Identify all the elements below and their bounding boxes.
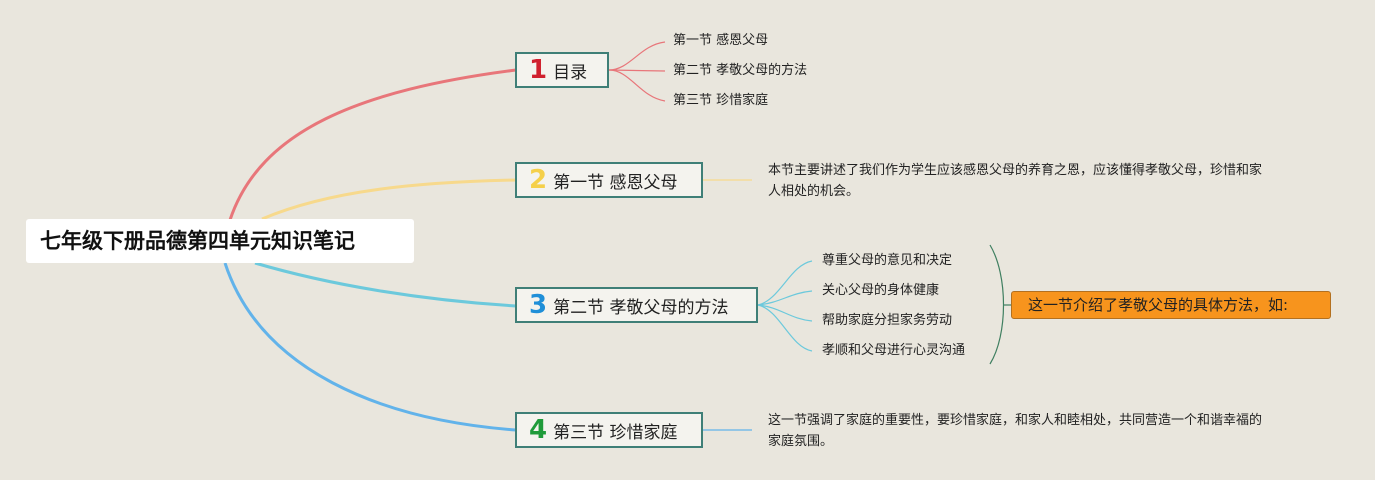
summary-bracket (989, 244, 1005, 365)
branch-topic-gratitude[interactable]: 2 第一节 感恩父母 (515, 162, 703, 198)
connector-leaf (757, 260, 813, 306)
leaf-topic[interactable]: 尊重父母的意见和决定 (822, 253, 953, 268)
branch-label: 第三节 珍惜家庭 (553, 422, 678, 443)
branch-note: 这一节强调了家庭的重要性，要珍惜家庭，和家人和睦相处，共同营造一个和谐幸福的家庭… (768, 413, 1263, 449)
connector-leaf (608, 41, 666, 71)
branch-topic-family[interactable]: 4 第三节 珍惜家庭 (515, 412, 703, 448)
branch-topic-contents[interactable]: 1 目录 (515, 52, 609, 88)
leaf-topic[interactable]: 帮助家庭分担家务劳动 (822, 313, 953, 328)
summary-topic[interactable]: 这一节介绍了孝敬父母的具体方法，如: (1011, 291, 1331, 319)
branch-note: 本节主要讲述了我们作为学生应该感恩父母的养育之恩，应该懂得孝敬父母，珍惜和家人相… (768, 163, 1263, 199)
branch-label: 第二节 孝敬父母的方法 (553, 297, 729, 318)
leaf-topic[interactable]: 第二节 孝敬父母的方法 (673, 63, 808, 78)
leaf-topic[interactable]: 第一节 感恩父母 (673, 33, 769, 48)
leaf-topic[interactable]: 孝顺和父母进行心灵沟通 (822, 343, 966, 358)
branch-number: 1 (529, 55, 548, 85)
branch-number: 2 (529, 165, 548, 195)
branch-label: 目录 (553, 62, 588, 83)
connector-leaf (608, 69, 666, 102)
leaf-topic[interactable]: 关心父母的身体健康 (822, 283, 940, 298)
connector-leaf (757, 304, 813, 322)
connector-branch-2 (261, 178, 517, 221)
branch-number: 4 (529, 415, 548, 445)
connector-leaf (757, 304, 813, 352)
connector-leaf (608, 69, 666, 72)
connector-branch-3 (254, 261, 517, 308)
connector-branch-1 (228, 68, 517, 221)
connector-leaf (757, 290, 813, 306)
leaf-topic[interactable]: 第三节 珍惜家庭 (673, 93, 769, 108)
branch-topic-methods[interactable]: 3 第二节 孝敬父母的方法 (515, 287, 758, 323)
branch-number: 3 (529, 290, 548, 320)
root-topic[interactable]: 七年级下册品德第四单元知识笔记 (26, 219, 414, 263)
connector-branch-4 (223, 262, 517, 432)
branch-label: 第一节 感恩父母 (553, 172, 678, 193)
